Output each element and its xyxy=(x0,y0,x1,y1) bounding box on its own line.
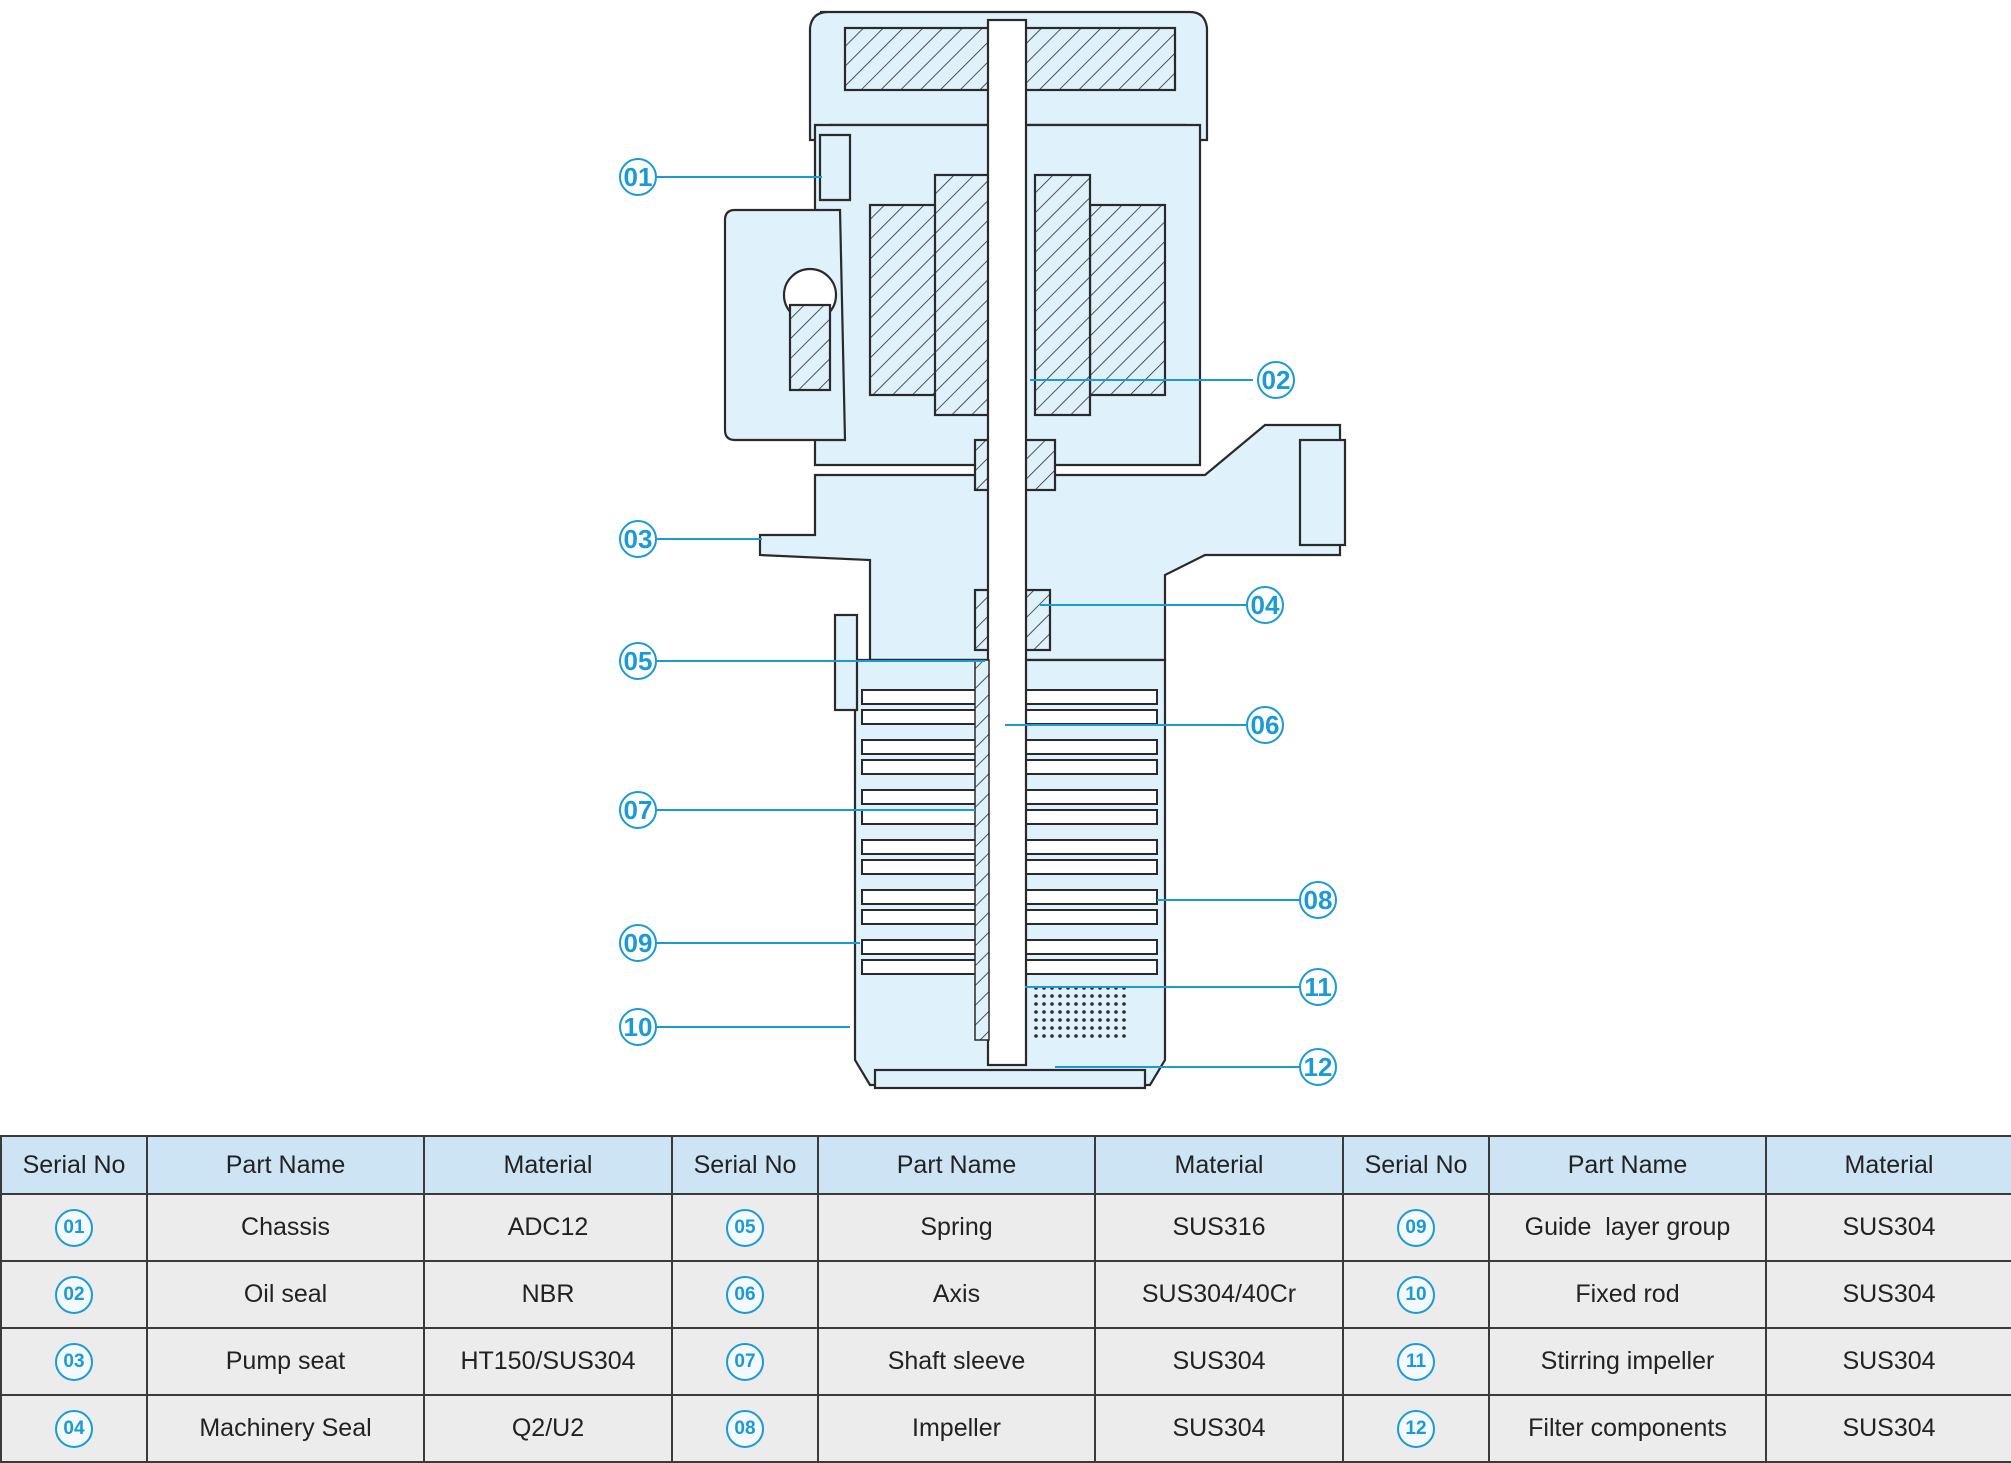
serial-badge: 12 xyxy=(1397,1409,1435,1448)
part-name: Chassis xyxy=(146,1193,425,1262)
callout-12: 12 xyxy=(1299,1048,1337,1086)
chassis-01 xyxy=(818,133,852,202)
material: HT150/SUS304 xyxy=(423,1327,673,1396)
col-serial-no: Serial No xyxy=(0,1135,148,1195)
rotor-right xyxy=(1033,173,1092,417)
table-row: 04 Machinery Seal Q2/U2 08 Impeller SUS3… xyxy=(0,1394,2011,1463)
serial-badge: 07 xyxy=(726,1342,764,1381)
col-part-name: Part Name xyxy=(817,1135,1096,1195)
material: SUS304 xyxy=(1094,1394,1344,1463)
serial-badge: 08 xyxy=(726,1409,764,1448)
table-row: 02 Oil seal NBR 06 Axis SUS304/40Cr 10 F… xyxy=(0,1260,2011,1329)
callout-label-02: 02 xyxy=(1262,365,1291,395)
part-name: Stirring impeller xyxy=(1488,1327,1767,1396)
filter-bottom-12 xyxy=(873,1068,1147,1090)
pump-seat-03 xyxy=(758,423,1342,662)
col-serial-no: Serial No xyxy=(671,1135,819,1195)
callout-09: 09 xyxy=(619,924,657,962)
shaft-sleeve xyxy=(974,659,990,1041)
part-name: Impeller xyxy=(817,1394,1096,1463)
material: Q2/U2 xyxy=(423,1394,673,1463)
callout-11: 11 xyxy=(1299,968,1337,1006)
table-row: 01 Chassis ADC12 05 Spring SUS316 09 Gui… xyxy=(0,1193,2011,1262)
callout-03: 03 xyxy=(619,520,657,558)
col-serial-no: Serial No xyxy=(1342,1135,1490,1195)
stator-right xyxy=(1088,203,1167,397)
part-name: Machinery Seal xyxy=(146,1394,425,1463)
callout-label-05: 05 xyxy=(624,646,653,676)
part-name: Axis xyxy=(817,1260,1096,1329)
serial-badge: 11 xyxy=(1397,1342,1435,1381)
part-name: Shaft sleeve xyxy=(817,1327,1096,1396)
callout-01: 01 xyxy=(619,158,657,196)
callout-02: 02 xyxy=(1257,361,1295,399)
part-name: Filter components xyxy=(1488,1394,1767,1463)
callout-lines xyxy=(656,176,1300,1068)
callout-label-09: 09 xyxy=(624,928,653,958)
serial-badge: 05 xyxy=(726,1208,764,1247)
part-name: Oil seal xyxy=(146,1260,425,1329)
callout-06: 06 xyxy=(1246,706,1284,744)
table-row: 03 Pump seat HT150/SUS304 07 Shaft sleev… xyxy=(0,1327,2011,1396)
col-material: Material xyxy=(1765,1135,2011,1195)
callout-08: 08 xyxy=(1299,881,1337,919)
callout-label-11: 11 xyxy=(1304,972,1332,1002)
terminal-block xyxy=(788,303,832,392)
material: SUS304 xyxy=(1094,1327,1344,1396)
callout-label-08: 08 xyxy=(1304,885,1333,915)
rotor-left xyxy=(933,173,992,417)
callout-07: 07 xyxy=(619,791,657,829)
material: NBR xyxy=(423,1260,673,1329)
material: SUS304 xyxy=(1765,1193,2011,1262)
shaft xyxy=(986,18,1028,1067)
col-material: Material xyxy=(423,1135,673,1195)
pump-body xyxy=(723,10,1347,1090)
fixed-rod-10 xyxy=(833,613,859,712)
serial-badge: 10 xyxy=(1397,1275,1435,1314)
callout-label-04: 04 xyxy=(1251,590,1280,620)
callout-10: 10 xyxy=(619,1008,657,1046)
material: SUS304/40Cr xyxy=(1094,1260,1344,1329)
table-header-row: Serial No Part Name Material Serial No P… xyxy=(0,1135,2011,1195)
stator-left xyxy=(868,203,947,397)
col-material: Material xyxy=(1094,1135,1344,1195)
filter-mesh xyxy=(1030,985,1130,1040)
callout-04: 04 xyxy=(1246,586,1284,624)
material: SUS316 xyxy=(1094,1193,1344,1262)
serial-badge: 04 xyxy=(55,1409,93,1448)
part-name: Fixed rod xyxy=(1488,1260,1767,1329)
callout-label-01: 01 xyxy=(624,162,653,192)
pump-cross-section-diagram: 01 02 03 04 05 06 07 08 09 10 11 12 xyxy=(619,10,1347,1090)
serial-badge: 06 xyxy=(726,1275,764,1314)
part-name: Pump seat xyxy=(146,1327,425,1396)
serial-badge: 01 xyxy=(55,1208,93,1247)
callout-label-10: 10 xyxy=(624,1012,653,1042)
material: SUS304 xyxy=(1765,1394,2011,1463)
callout-label-07: 07 xyxy=(624,795,653,825)
col-part-name: Part Name xyxy=(146,1135,425,1195)
callout-label-12: 12 xyxy=(1304,1052,1333,1082)
callout-label-06: 06 xyxy=(1251,710,1280,740)
parts-table: Serial No Part Name Material Serial No P… xyxy=(0,1135,2011,1463)
callout-05: 05 xyxy=(619,642,657,680)
col-part-name: Part Name xyxy=(1488,1135,1767,1195)
serial-badge: 02 xyxy=(55,1275,93,1314)
part-name: Spring xyxy=(817,1193,1096,1262)
material: SUS304 xyxy=(1765,1260,2011,1329)
serial-badge: 03 xyxy=(55,1342,93,1381)
outlet-flange xyxy=(1298,438,1347,547)
serial-badge: 09 xyxy=(1397,1208,1435,1247)
material: ADC12 xyxy=(423,1193,673,1262)
material: SUS304 xyxy=(1765,1327,2011,1396)
callout-label-03: 03 xyxy=(624,524,653,554)
part-name: Guide layer group xyxy=(1488,1193,1767,1262)
